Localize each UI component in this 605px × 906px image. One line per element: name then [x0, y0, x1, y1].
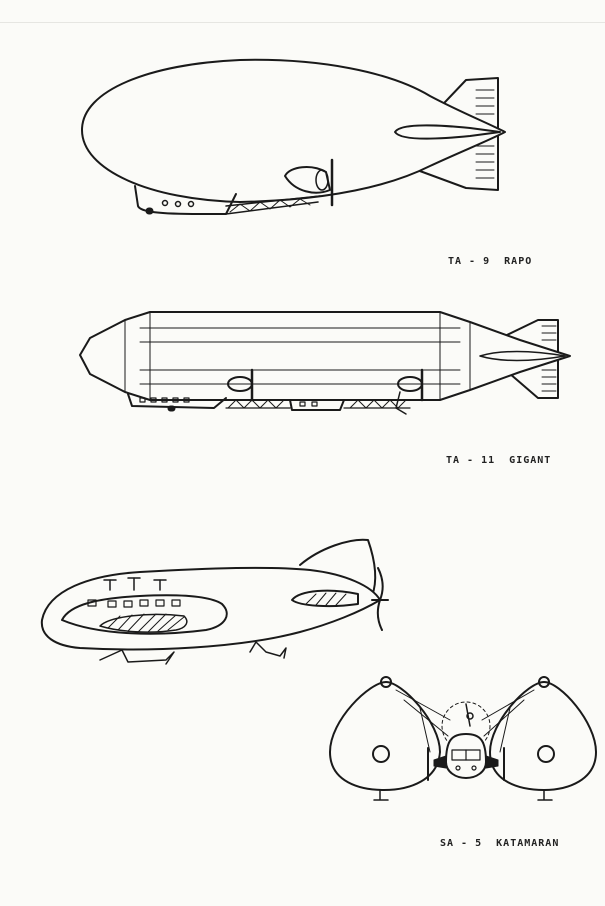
sa5-right-hull	[490, 682, 596, 790]
ta11-mid-gondola	[290, 400, 344, 410]
ta11-hull	[80, 312, 570, 400]
airship-ta11-gigant	[80, 312, 570, 414]
ta9-envelope	[82, 60, 505, 202]
airship-sa5-katamaran	[330, 677, 596, 800]
boat-deck	[62, 595, 227, 633]
airship-flying-boat	[42, 540, 388, 664]
ta9-horizontal-fin	[395, 125, 500, 138]
boat-hatched-panel	[100, 614, 187, 632]
sa5-right-porthole	[538, 746, 554, 762]
caption-sa5-katamaran: SA - 5 KATAMARAN	[440, 838, 560, 849]
ta9-gondola	[135, 186, 236, 214]
boat-hull	[42, 568, 380, 650]
caption-ta11-gigant: TA - 11 GIGANT	[446, 455, 552, 466]
boat-window-row	[88, 600, 180, 607]
boat-side-nacelle	[292, 591, 358, 606]
paper-fold-line	[0, 22, 605, 23]
ta11-horizontal-fin	[480, 352, 565, 361]
sa5-left-hull	[330, 682, 440, 790]
airship-ta9-rapo	[82, 60, 505, 214]
caption-ta9-rapo: TA - 9 RAPO	[448, 256, 533, 267]
boat-propeller	[378, 568, 383, 630]
sa5-left-porthole	[373, 746, 389, 762]
